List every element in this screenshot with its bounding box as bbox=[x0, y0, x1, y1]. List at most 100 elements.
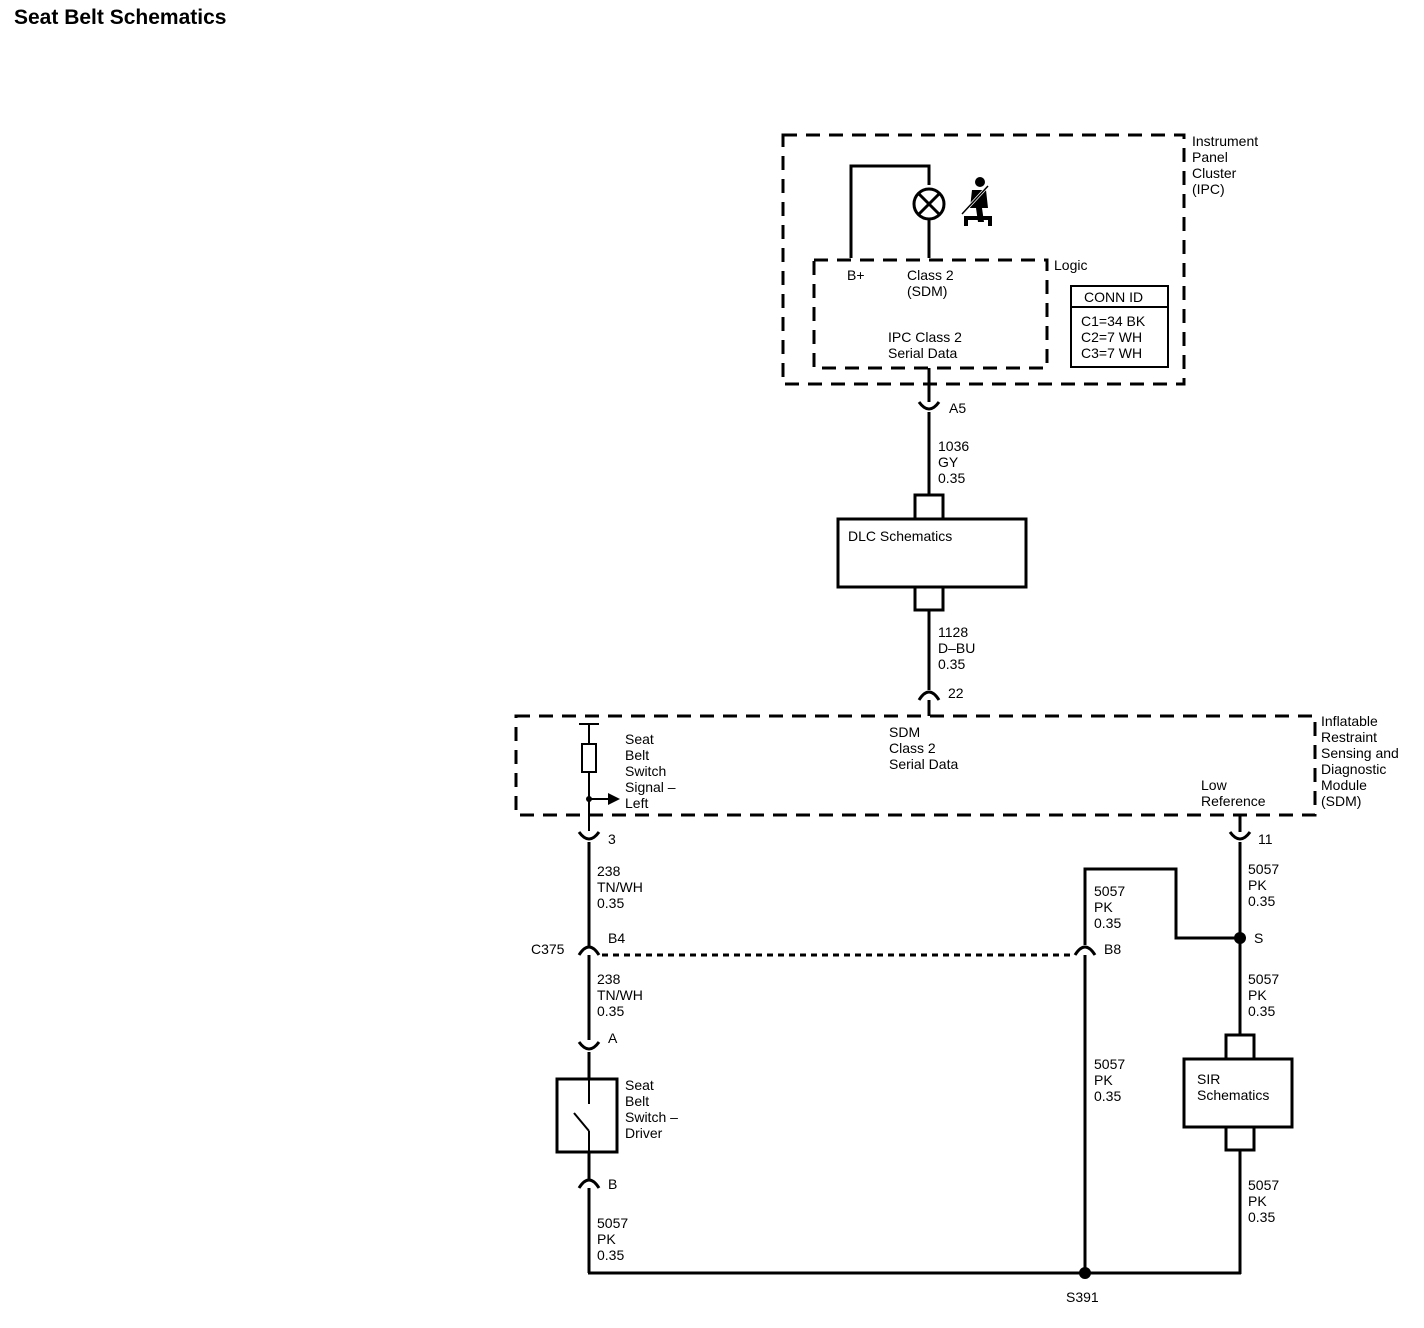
sdm-pullup-resistor bbox=[579, 723, 620, 831]
ipc-class2-label: Class 2 bbox=[907, 267, 954, 283]
splice-s-label: S bbox=[1254, 930, 1263, 946]
connector-11-label: 11 bbox=[1258, 831, 1273, 847]
svg-text:5057: 5057 bbox=[1248, 1177, 1279, 1193]
b-plus-label: B+ bbox=[847, 267, 865, 283]
connector-a5-symbol bbox=[917, 401, 941, 411]
indicator-lamp-icon bbox=[912, 187, 946, 221]
ipc-logic-outline bbox=[812, 258, 1049, 370]
page-title: Seat Belt Schematics bbox=[14, 6, 227, 29]
svg-text:0.35: 0.35 bbox=[597, 1003, 624, 1019]
dlc-bottom-terminal bbox=[913, 588, 945, 612]
ipc-sdm-label: (SDM) bbox=[907, 283, 947, 299]
connector-a-symbol bbox=[577, 1041, 601, 1051]
svg-text:0.35: 0.35 bbox=[1094, 915, 1121, 931]
sdm-serial-data-label: SDM Class 2 Serial Data bbox=[889, 724, 958, 772]
connector-c375-label: C375 bbox=[531, 941, 565, 957]
wire-5057-left-label: 5057 PK 0.35 bbox=[597, 1215, 628, 1263]
svg-text:D–BU: D–BU bbox=[938, 640, 975, 656]
wire-5057-mid-low-label: 5057 PK 0.35 bbox=[1094, 1056, 1125, 1104]
svg-text:Left: Left bbox=[625, 795, 648, 811]
connector-3-label: 3 bbox=[608, 831, 616, 847]
svg-text:Switch –: Switch – bbox=[625, 1109, 678, 1125]
svg-text:C2=7 WH: C2=7 WH bbox=[1081, 329, 1142, 345]
svg-text:Sensing and: Sensing and bbox=[1321, 745, 1399, 761]
wire-5057-right-top-label: 5057 PK 0.35 bbox=[1248, 861, 1279, 909]
svg-text:TN/WH: TN/WH bbox=[597, 987, 643, 1003]
connector-b4-label: B4 bbox=[608, 930, 625, 946]
wire-5057-mid-top-label: 5057 PK 0.35 bbox=[1094, 883, 1125, 931]
connector-b4-symbol bbox=[577, 945, 601, 956]
svg-text:TN/WH: TN/WH bbox=[597, 879, 643, 895]
svg-text:238: 238 bbox=[597, 971, 621, 987]
svg-text:Instrument: Instrument bbox=[1192, 133, 1258, 149]
svg-text:Module: Module bbox=[1321, 777, 1367, 793]
svg-text:0.35: 0.35 bbox=[938, 656, 965, 672]
sdm-module-label: Inflatable Restraint Sensing and Diagnos… bbox=[1321, 713, 1399, 809]
connector-11-symbol bbox=[1228, 831, 1252, 841]
svg-text:PK: PK bbox=[1094, 899, 1113, 915]
svg-text:Signal –: Signal – bbox=[625, 779, 676, 795]
ipc-module-outline bbox=[781, 133, 1186, 386]
wire-1036-label: 1036 GY 0.35 bbox=[938, 438, 969, 486]
svg-text:238: 238 bbox=[597, 863, 621, 879]
svg-text:0.35: 0.35 bbox=[597, 1247, 624, 1263]
dlc-schematics-label: DLC Schematics bbox=[848, 528, 952, 544]
svg-text:0.35: 0.35 bbox=[1094, 1088, 1121, 1104]
connector-b8-symbol bbox=[1073, 945, 1097, 956]
svg-text:0.35: 0.35 bbox=[938, 470, 965, 486]
splice-s-dot bbox=[1234, 932, 1246, 944]
connector-a-label: A bbox=[608, 1030, 618, 1046]
svg-text:Reference: Reference bbox=[1201, 793, 1266, 809]
svg-text:Seat: Seat bbox=[625, 731, 654, 747]
switch-signal-label: Seat Belt Switch Signal – Left bbox=[625, 731, 676, 811]
svg-text:5057: 5057 bbox=[597, 1215, 628, 1231]
connector-22-symbol bbox=[917, 690, 941, 701]
svg-text:Driver: Driver bbox=[625, 1125, 663, 1141]
connector-b8-label: B8 bbox=[1104, 941, 1121, 957]
svg-text:Panel: Panel bbox=[1192, 149, 1228, 165]
seat-belt-switch-label: Seat Belt Switch – Driver bbox=[625, 1077, 678, 1141]
svg-text:Low: Low bbox=[1201, 777, 1228, 793]
svg-text:1036: 1036 bbox=[938, 438, 969, 454]
svg-text:GY: GY bbox=[938, 454, 959, 470]
svg-text:PK: PK bbox=[1248, 987, 1267, 1003]
svg-text:Switch: Switch bbox=[625, 763, 666, 779]
seat-belt-telltale-icon bbox=[960, 177, 992, 226]
sir-top-terminal bbox=[1224, 1033, 1256, 1058]
svg-text:Belt: Belt bbox=[625, 1093, 649, 1109]
svg-text:(SDM): (SDM) bbox=[1321, 793, 1361, 809]
svg-text:C1=34 BK: C1=34 BK bbox=[1081, 313, 1146, 329]
svg-text:Belt: Belt bbox=[625, 747, 649, 763]
ipc-serial-data-label: Serial Data bbox=[888, 345, 957, 361]
svg-text:PK: PK bbox=[1248, 877, 1267, 893]
conn-id-table: CONN ID C1=34 BK C2=7 WH C3=7 WH bbox=[1070, 285, 1169, 368]
svg-text:Serial Data: Serial Data bbox=[889, 756, 958, 772]
wire-5057-right-mid-label: 5057 PK 0.35 bbox=[1248, 971, 1279, 1019]
wire-238-lower-label: 238 TN/WH 0.35 bbox=[597, 971, 643, 1019]
connector-b-label: B bbox=[608, 1176, 617, 1192]
svg-text:5057: 5057 bbox=[1094, 1056, 1125, 1072]
ipc-module-label: Instrument Panel Cluster (IPC) bbox=[1192, 133, 1258, 197]
sdm-module-outline bbox=[514, 714, 1317, 817]
svg-text:0.35: 0.35 bbox=[1248, 1003, 1275, 1019]
svg-text:PK: PK bbox=[1094, 1072, 1113, 1088]
svg-text:0.35: 0.35 bbox=[1248, 893, 1275, 909]
connector-22-label: 22 bbox=[948, 685, 964, 701]
dlc-top-terminal bbox=[913, 493, 945, 518]
svg-text:5057: 5057 bbox=[1094, 883, 1125, 899]
svg-text:0.35: 0.35 bbox=[1248, 1209, 1275, 1225]
seat-belt-switch-driver bbox=[555, 1077, 619, 1154]
svg-text:Seat: Seat bbox=[625, 1077, 654, 1093]
svg-text:Schematics: Schematics bbox=[1197, 1087, 1269, 1103]
svg-text:CONN ID: CONN ID bbox=[1084, 289, 1143, 305]
svg-text:5057: 5057 bbox=[1248, 971, 1279, 987]
svg-text:Inflatable: Inflatable bbox=[1321, 713, 1378, 729]
sir-schematics-box[interactable] bbox=[1182, 1057, 1294, 1129]
svg-text:Cluster: Cluster bbox=[1192, 165, 1237, 181]
dlc-schematics-box[interactable] bbox=[836, 517, 1028, 589]
sir-bottom-terminal bbox=[1224, 1128, 1256, 1152]
connector-b-symbol bbox=[577, 1178, 601, 1189]
svg-text:0.35: 0.35 bbox=[597, 895, 624, 911]
wire-1128-label: 1128 D–BU 0.35 bbox=[938, 624, 975, 672]
